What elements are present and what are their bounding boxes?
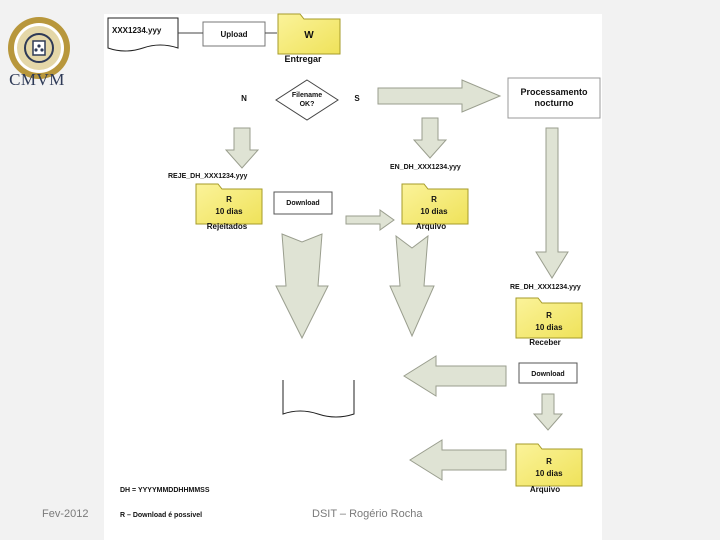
download-label-right: Download <box>531 371 564 378</box>
upload-box <box>202 21 266 47</box>
processing-line2: nocturno <box>535 98 574 108</box>
arrow-down-big-icon <box>275 233 329 340</box>
arrow-left-icon <box>409 439 507 481</box>
folder-arquivo-1 <box>401 183 469 225</box>
decision-line2: OK? <box>300 101 315 108</box>
rej-file-label: REJE_DH_XXX1234.yyy <box>168 173 247 180</box>
decision-diamond <box>275 79 339 121</box>
processing-line1: Processamento <box>520 87 588 97</box>
document-shape <box>107 17 179 52</box>
folder-rec-days: 10 dias <box>535 323 563 332</box>
cmvm-logo-text: CMVM <box>9 70 65 89</box>
folder-rej-caption: Rejeitados <box>207 222 248 231</box>
doc-top-label: XXX1234.yyy <box>112 26 162 35</box>
decision-no: N <box>241 94 247 103</box>
arrow-right-icon <box>345 209 395 231</box>
folder-arq2-caption: Arquivo <box>530 485 560 494</box>
en-file-label: EN_DH_XXX1234.yyy <box>390 164 461 171</box>
decision-yes: S <box>354 94 360 103</box>
arrow-down-icon <box>412 117 448 159</box>
folder-rej-days: 10 dias <box>215 207 243 216</box>
arrow-down-icon <box>532 393 564 431</box>
folder-w <box>277 13 341 55</box>
processing-box <box>507 77 601 119</box>
arrow-left-icon <box>403 355 507 397</box>
re-file-label: RE_DH_XXX1234.yyy <box>510 284 581 291</box>
folder-arq1-days: 10 dias <box>420 207 448 216</box>
download-box-middle <box>273 191 333 215</box>
arrow-right-icon <box>377 79 502 113</box>
document-shape-bottom <box>282 380 355 418</box>
folder-receber <box>515 297 583 339</box>
download-box-right <box>518 362 578 384</box>
footer-author: DSIT – Rogério Rocha <box>312 508 423 520</box>
arrow-down-icon <box>224 127 260 169</box>
folder-arq1-letter: R <box>431 195 437 204</box>
folder-arq2-days: 10 dias <box>535 469 563 478</box>
footer-date: Fev-2012 <box>42 508 89 520</box>
cmvm-seal-icon <box>8 17 70 79</box>
folder-arq2-letter: R <box>546 457 552 466</box>
folder-arq1-caption: Arquivo <box>416 222 446 231</box>
arrow-down-long-icon <box>535 127 569 279</box>
folder-rejeitados <box>195 183 263 225</box>
upload-label: Upload <box>220 30 247 39</box>
decision-line1: Filename <box>292 92 322 99</box>
folder-rec-caption: Receber <box>529 338 561 347</box>
folder-w-caption: Entregar <box>284 54 322 64</box>
legend-dh: DH = YYYYMMDDHHMMSS <box>120 487 210 494</box>
folder-rec-letter: R <box>546 311 552 320</box>
folder-arquivo-2 <box>515 443 583 487</box>
legend-r: R – Download é possivel <box>120 512 202 519</box>
arrow-down-big-icon <box>389 234 435 338</box>
folder-w-letter: W <box>304 30 314 41</box>
folder-rej-letter: R <box>226 195 232 204</box>
download-label-middle: Download <box>286 200 319 207</box>
